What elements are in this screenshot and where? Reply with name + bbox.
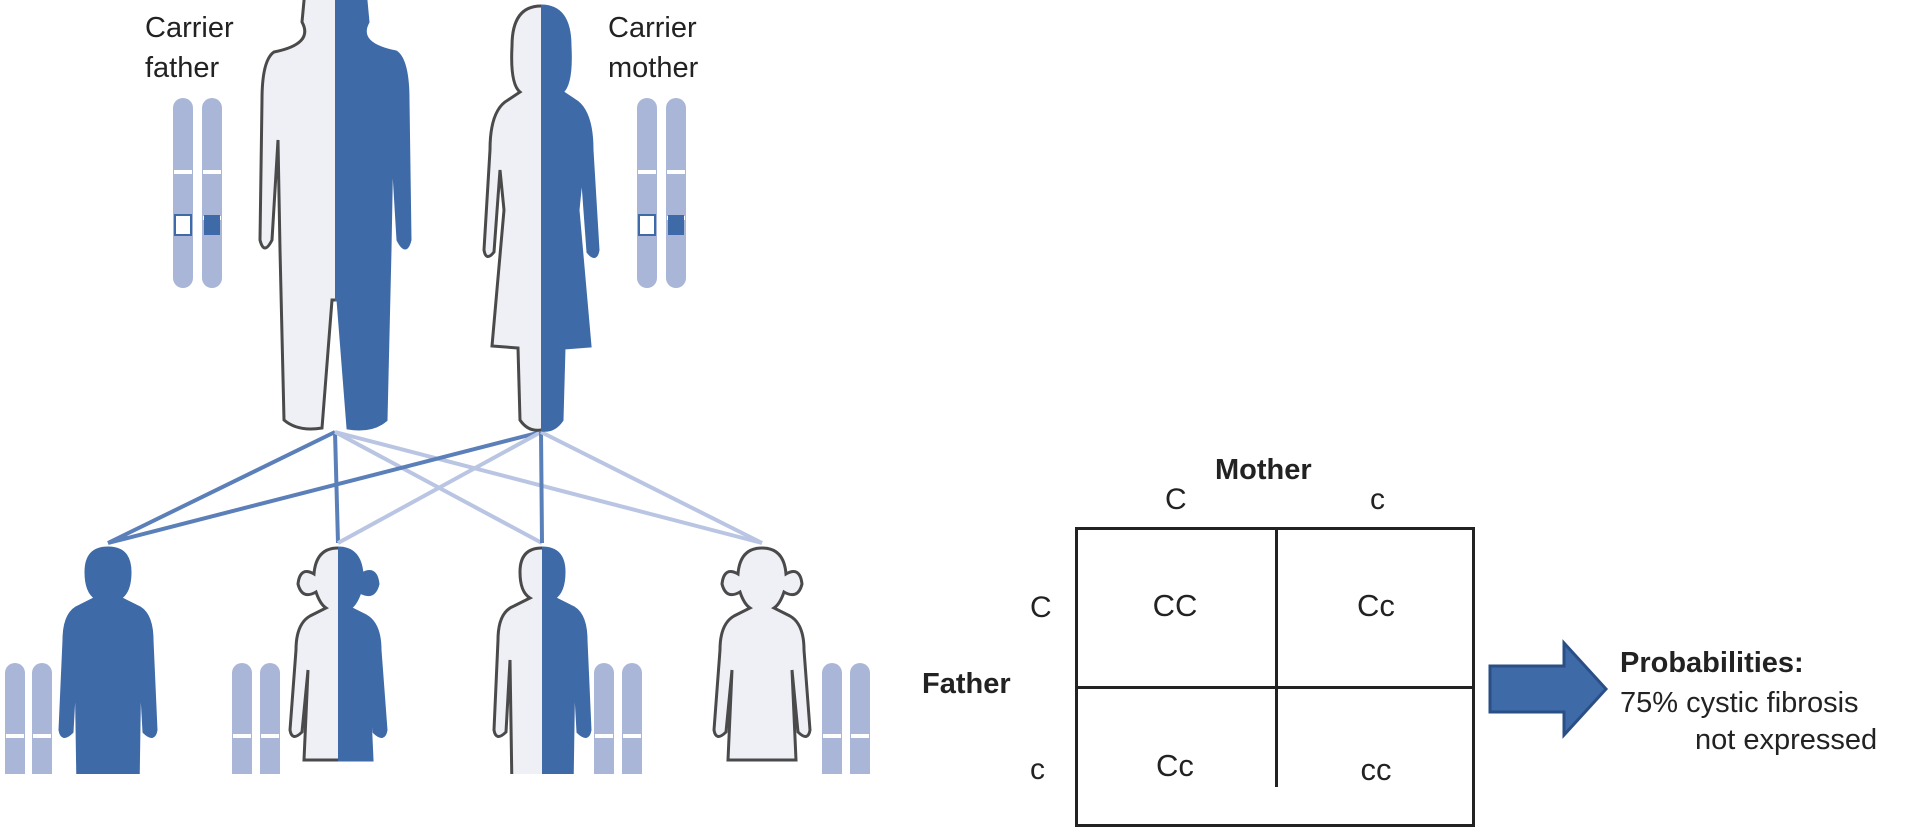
cell-Cc-bottom: Cc (1156, 748, 1194, 783)
line-mother-child4 (540, 430, 763, 545)
mother-label-line1: Carrier (608, 12, 697, 44)
probabilities-line1: 75% cystic fibrosis (1620, 687, 1859, 719)
cell-Cc-top: Cc (1357, 588, 1395, 623)
mother-label-line2: mother (608, 52, 699, 84)
mother-chromosomes (637, 98, 686, 288)
line-father-child2 (333, 431, 340, 544)
line-mother-child3 (539, 431, 544, 544)
father-label-line2: father (145, 52, 220, 84)
arrow-icon (1488, 639, 1609, 739)
father-chromosomes (173, 98, 222, 288)
line-mother-child1 (107, 430, 542, 545)
diagram: Carrier father Carrier mother Mother C c… (5, 0, 1878, 827)
father-allele-2: c (1030, 753, 1045, 786)
father-mutant-allele (204, 215, 220, 235)
punnett-father-title: Father (922, 668, 1011, 700)
father-figure (258, 0, 412, 431)
father-allele-1: C (1030, 591, 1052, 624)
probabilities-title: Probabilities: (1620, 647, 1804, 679)
child-2-figure (288, 546, 388, 762)
inheritance-lines (107, 430, 763, 545)
pedigree-figures (5, 0, 1609, 774)
cell-cc: cc (1360, 752, 1392, 787)
line-mother-child2 (337, 430, 542, 545)
child-3-chromosomes (594, 663, 642, 774)
line-father-child4 (334, 430, 763, 545)
child-3-figure (492, 546, 592, 774)
mother-mutant-allele (668, 215, 684, 235)
line-father-child1 (107, 430, 336, 545)
child-4-figure (712, 546, 812, 762)
mother-allele-1: C (1165, 483, 1187, 516)
father-label-line1: Carrier (145, 12, 234, 44)
mother-figure (482, 4, 600, 432)
child-1-figure (58, 546, 158, 774)
child-2-chromosomes (232, 663, 280, 774)
father-normal-allele (174, 214, 192, 236)
punnett-divider-horizontal (1075, 686, 1475, 689)
mother-normal-allele (638, 214, 656, 236)
child-1-chromosomes (5, 663, 52, 774)
probabilities-line2: not expressed (1695, 724, 1878, 756)
punnett-mother-title: Mother (1215, 454, 1312, 486)
child-4-chromosomes (822, 663, 870, 774)
punnett-divider-vertical (1275, 527, 1278, 787)
cell-CC: CC (1152, 588, 1198, 623)
mother-allele-2: c (1370, 483, 1385, 516)
